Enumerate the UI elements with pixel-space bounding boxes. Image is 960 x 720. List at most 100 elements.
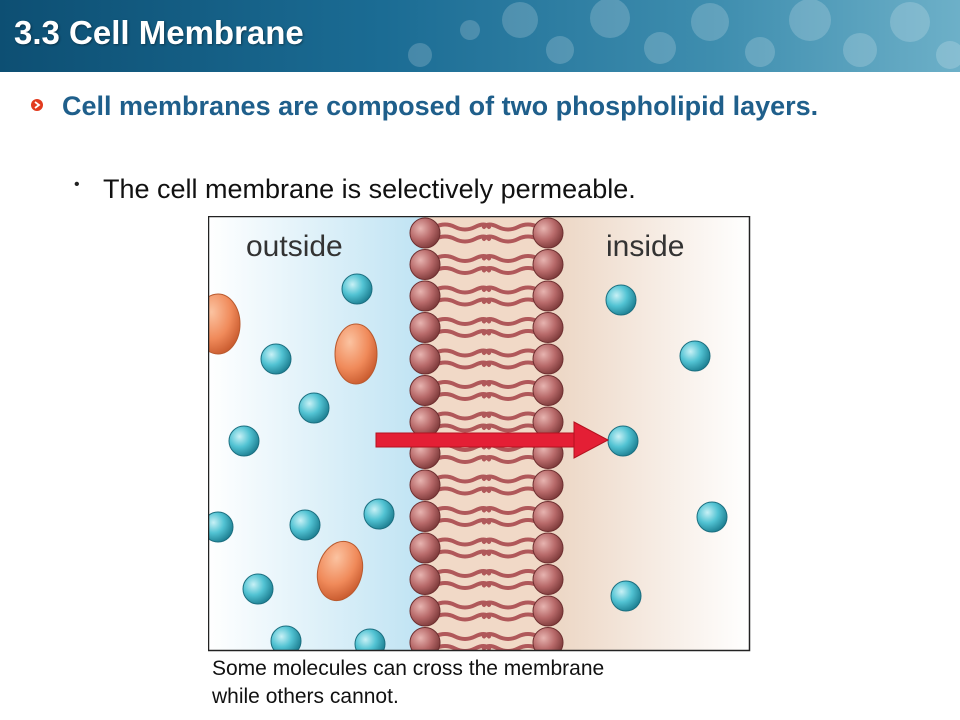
phospholipid-head	[532, 532, 564, 564]
phospholipid-tail	[482, 392, 540, 401]
phospholipid-head	[409, 343, 441, 375]
phospholipid-tail	[433, 537, 491, 547]
phospholipid-tail	[482, 549, 540, 559]
diagram-frame	[208, 216, 751, 652]
large-molecule	[316, 540, 364, 602]
phospholipid-head	[532, 312, 564, 343]
phospholipid-head	[409, 532, 441, 564]
phospholipid-tail	[482, 317, 540, 326]
phospholipid-tail	[433, 474, 491, 484]
phospholipid-tail	[433, 360, 491, 370]
phospholipid-head	[409, 375, 441, 406]
phospholipid-tail	[433, 285, 491, 295]
small-molecule	[298, 392, 330, 424]
phospholipid-tail	[433, 486, 491, 496]
phospholipid-tail	[433, 569, 491, 578]
phospholipid-tail	[482, 632, 540, 641]
phospholipid-tail	[433, 380, 491, 389]
phospholipid-tail	[482, 348, 540, 358]
phospholipid-head	[532, 343, 564, 375]
small-molecule	[270, 625, 302, 650]
phospholipid-tail	[482, 455, 540, 464]
phospholipid-head	[532, 501, 564, 532]
phospholipid-head	[409, 595, 441, 627]
phospholipid-tail	[433, 222, 491, 232]
phospholipid-tail	[433, 612, 491, 622]
phospholipid-tails	[433, 222, 540, 650]
sub-point-text: The cell membrane is selectively permeab…	[103, 174, 636, 204]
phospholipid-tail	[482, 506, 540, 515]
diagram-caption: Some molecules can cross the membrane wh…	[212, 655, 732, 711]
small-molecule	[696, 501, 728, 533]
phospholipid-tail	[433, 549, 491, 559]
small-molecule	[208, 511, 234, 543]
phospholipid-tail	[433, 423, 491, 433]
phospholipid-tail	[433, 506, 491, 515]
small-molecule	[679, 340, 711, 372]
phospholipid-head	[409, 217, 441, 249]
phospholipid-head	[409, 627, 441, 650]
slide-title: 3.3 Cell Membrane	[14, 14, 304, 51]
membrane-diagram: outside inside	[208, 216, 751, 652]
phospholipid-tail	[482, 612, 540, 622]
phospholipid-tail	[482, 380, 540, 389]
phospholipid-tail	[433, 329, 491, 338]
phospholipid-tail	[482, 600, 540, 610]
small-molecule	[607, 425, 639, 457]
phospholipid-tail	[482, 297, 540, 307]
phospholipid-tail	[482, 518, 540, 527]
small-molecule	[363, 498, 395, 530]
phospholipid-head	[409, 501, 441, 532]
phospholipid-tail	[433, 632, 491, 641]
phospholipid-tail	[482, 411, 540, 421]
phospholipid-head	[532, 375, 564, 406]
phospholipid-tail	[433, 581, 491, 590]
phospholipid-tail	[433, 392, 491, 401]
phospholipid-tail	[433, 600, 491, 610]
phospholipid-tail	[482, 285, 540, 295]
small-molecule	[228, 425, 260, 457]
phospholipid-head	[409, 469, 441, 501]
phospholipid-tail	[482, 644, 540, 650]
caption-line-2: while others cannot.	[212, 685, 399, 708]
phospholipid-head	[532, 249, 564, 280]
outside-label: outside	[246, 230, 343, 263]
phospholipid-head	[532, 280, 564, 312]
phospholipid-head	[409, 564, 441, 595]
phospholipid-tail	[482, 329, 540, 338]
large-molecule	[334, 323, 378, 385]
caption-line-1: Some molecules can cross the membrane	[212, 657, 605, 680]
phospholipid-head	[409, 249, 441, 280]
main-point-text: Cell membranes are composed of two phosp…	[62, 91, 819, 121]
phospholipid-tail	[433, 254, 491, 263]
phospholipid-head	[532, 564, 564, 595]
phospholipid-head	[532, 217, 564, 249]
inside-label: inside	[606, 230, 684, 263]
small-molecule	[341, 273, 373, 305]
phospholipid-tail	[433, 455, 491, 464]
phospholipid-head	[532, 595, 564, 627]
phospholipid-tail	[433, 518, 491, 527]
phospholipid-tail	[482, 234, 540, 244]
phospholipid-tail	[433, 348, 491, 358]
transport-arrow	[375, 421, 610, 459]
phospholipid-tail	[482, 254, 540, 263]
phospholipid-tail	[482, 569, 540, 578]
header-banner: 3.3 Cell Membrane	[0, 0, 960, 72]
header-background-pattern	[408, 0, 960, 69]
phospholipid-tail	[482, 222, 540, 232]
small-molecule	[605, 284, 637, 316]
phospholipid-tail	[482, 474, 540, 484]
small-molecule	[242, 573, 274, 605]
sub-bullet-dot: •	[74, 176, 80, 193]
phospholipid-tail	[482, 537, 540, 547]
phospholipid-tail	[433, 411, 491, 421]
bullet-icon	[31, 99, 43, 111]
phospholipid-tail	[433, 234, 491, 244]
phospholipid-tail	[482, 266, 540, 275]
small-molecule	[610, 580, 642, 612]
phospholipid-tail	[482, 581, 540, 590]
phospholipid-head	[409, 280, 441, 312]
phospholipid-head	[532, 627, 564, 650]
phospholipid-tail	[433, 317, 491, 326]
